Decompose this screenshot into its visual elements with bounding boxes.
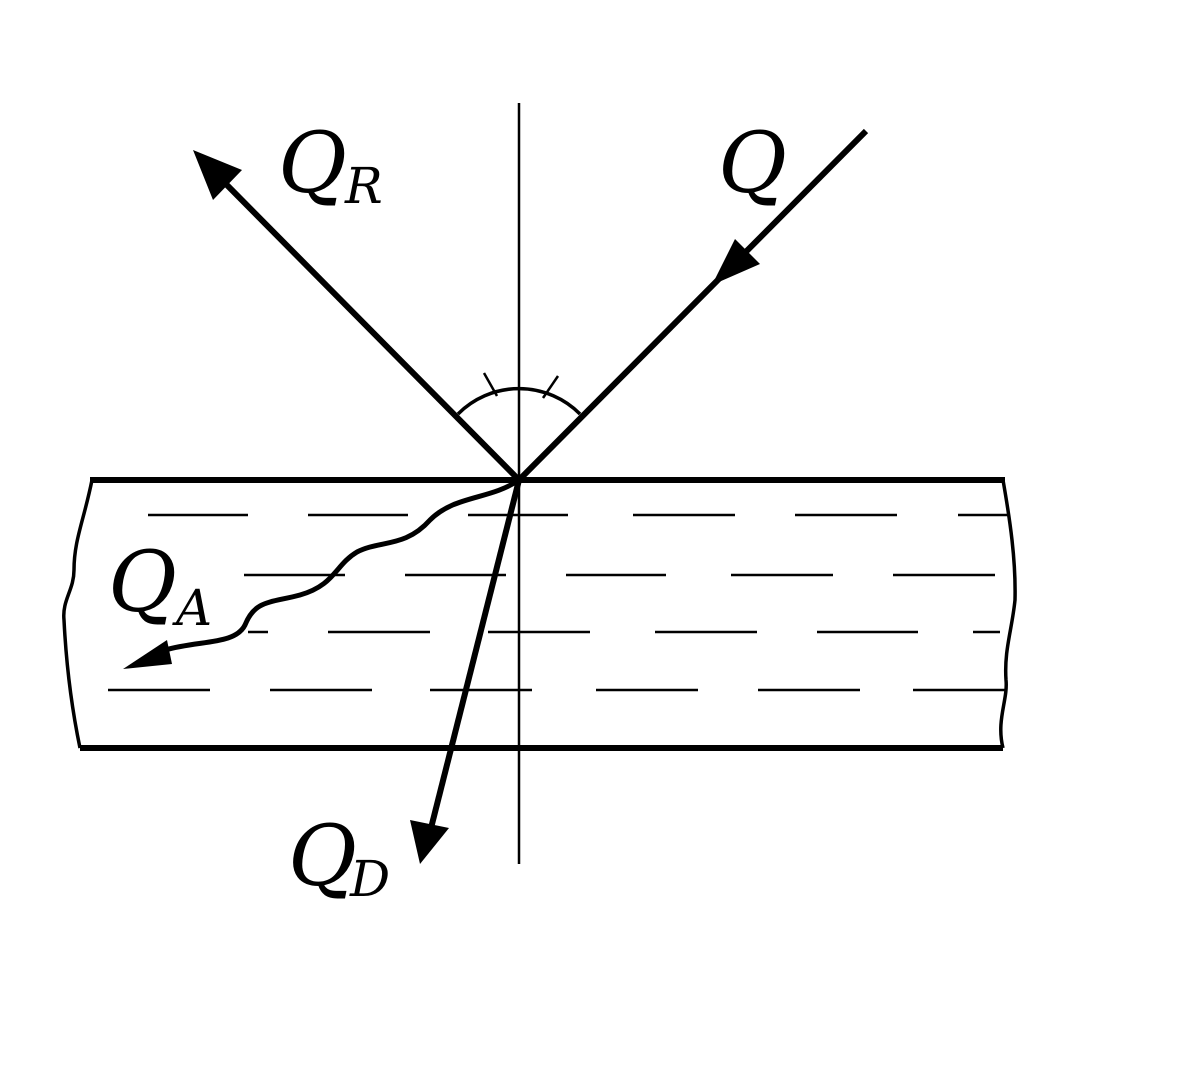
incident-arrowhead — [712, 239, 760, 285]
angle-tick-right — [541, 375, 560, 399]
label-absorbed: Q A — [108, 533, 212, 637]
label-transmitted-main: Q — [288, 807, 357, 905]
label-incident: Q — [718, 114, 787, 212]
absorbed-ray-wave — [164, 477, 521, 653]
svg-text:D: D — [349, 850, 390, 908]
slab-hatching — [108, 513, 1008, 692]
transmitted-arrowhead — [410, 820, 449, 864]
label-absorbed-main: Q — [108, 533, 177, 631]
angle-tick-left — [482, 372, 499, 397]
svg-text:A: A — [172, 579, 212, 637]
label-transmitted: Q D — [288, 807, 390, 908]
label-absorbed-sub: A — [172, 579, 212, 637]
svg-text:Q: Q — [718, 114, 787, 212]
equal-angle-marker — [456, 372, 582, 416]
reflected-ray-line — [217, 175, 522, 483]
incident-ray-line — [516, 128, 869, 483]
label-reflected-sub: R — [344, 157, 383, 215]
svg-text:Q: Q — [108, 533, 177, 631]
absorbed-arrowhead — [123, 640, 172, 669]
incident-ray — [516, 128, 869, 483]
svg-text:R: R — [344, 157, 383, 215]
slab-left-break-edge — [62, 479, 94, 749]
label-reflected-main: Q — [278, 114, 347, 212]
transmitted-ray — [410, 479, 522, 864]
angle-arc — [456, 386, 582, 416]
slab — [62, 477, 1017, 751]
absorbed-ray — [123, 477, 521, 669]
svg-text:Q: Q — [278, 114, 347, 212]
svg-text:Q: Q — [288, 807, 357, 905]
label-transmitted-sub: D — [349, 850, 390, 908]
reflected-ray — [193, 150, 522, 483]
label-reflected: Q R — [278, 114, 383, 215]
transmitted-ray-line — [426, 479, 522, 837]
slab-right-break-edge — [999, 479, 1017, 749]
reflected-arrowhead — [193, 150, 242, 200]
label-incident-main: Q — [718, 114, 787, 212]
